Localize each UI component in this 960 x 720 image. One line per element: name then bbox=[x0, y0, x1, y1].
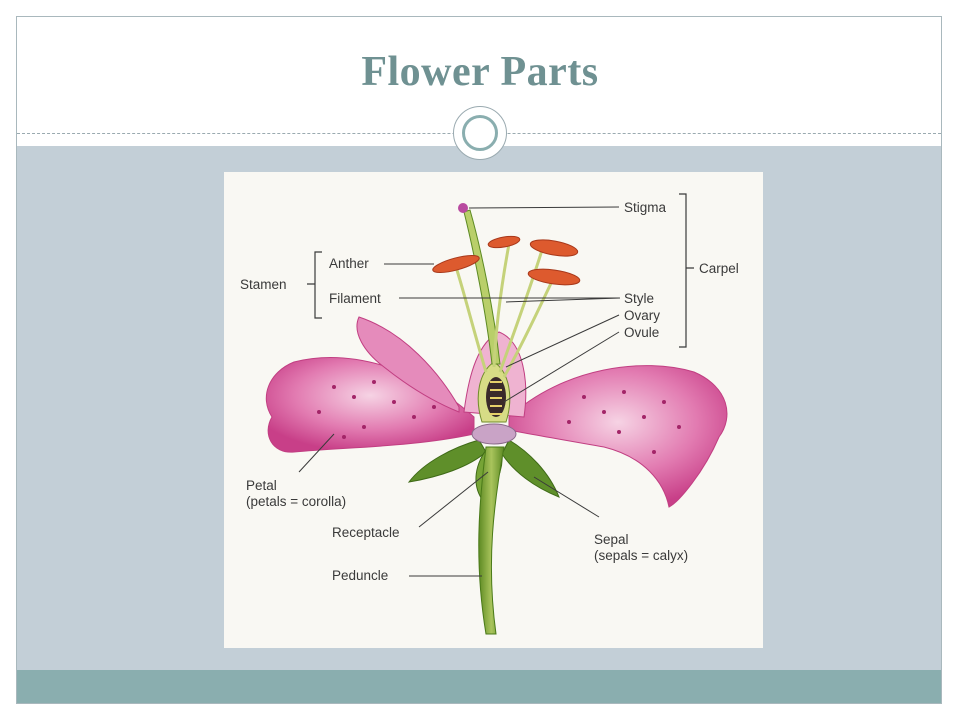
peduncle-stem bbox=[478, 446, 505, 635]
petal-left-back bbox=[356, 316, 460, 413]
slide-title: Flower Parts bbox=[361, 49, 599, 95]
label-filament: Filament bbox=[329, 291, 381, 306]
label-receptacle: Receptacle bbox=[332, 525, 400, 540]
label-petal-note: (petals = corolla) bbox=[246, 494, 346, 509]
label-style: Style bbox=[624, 291, 654, 306]
label-stamen: Stamen bbox=[240, 277, 287, 292]
anthers bbox=[432, 235, 581, 286]
label-ovary: Ovary bbox=[624, 308, 660, 323]
label-stigma: Stigma bbox=[624, 200, 667, 215]
style bbox=[463, 209, 501, 365]
leader-lines bbox=[298, 206, 621, 577]
label-sepal-note: (sepals = calyx) bbox=[594, 548, 688, 563]
label-anther: Anther bbox=[329, 256, 369, 271]
label-ovule: Ovule bbox=[624, 325, 659, 340]
petal-right bbox=[508, 365, 728, 508]
label-peduncle: Peduncle bbox=[332, 568, 388, 583]
label-sepal: Sepal bbox=[594, 532, 629, 547]
petal-spots bbox=[317, 380, 681, 454]
stamen-bracket bbox=[307, 251, 322, 319]
circle-ornament-icon bbox=[453, 106, 507, 160]
sepal-right bbox=[501, 439, 560, 498]
carpel-bracket bbox=[679, 193, 694, 348]
label-carpel: Carpel bbox=[699, 261, 739, 276]
ovules bbox=[490, 381, 502, 415]
filaments bbox=[454, 243, 556, 378]
stigma bbox=[458, 203, 468, 213]
flower-diagram: Stigma Carpel Anther Stamen Filament Sty… bbox=[224, 172, 763, 648]
footer-band bbox=[17, 670, 941, 703]
petal-left bbox=[265, 357, 475, 453]
label-petal: Petal bbox=[246, 478, 277, 493]
receptacle bbox=[471, 423, 517, 445]
sepal-left bbox=[407, 439, 487, 483]
